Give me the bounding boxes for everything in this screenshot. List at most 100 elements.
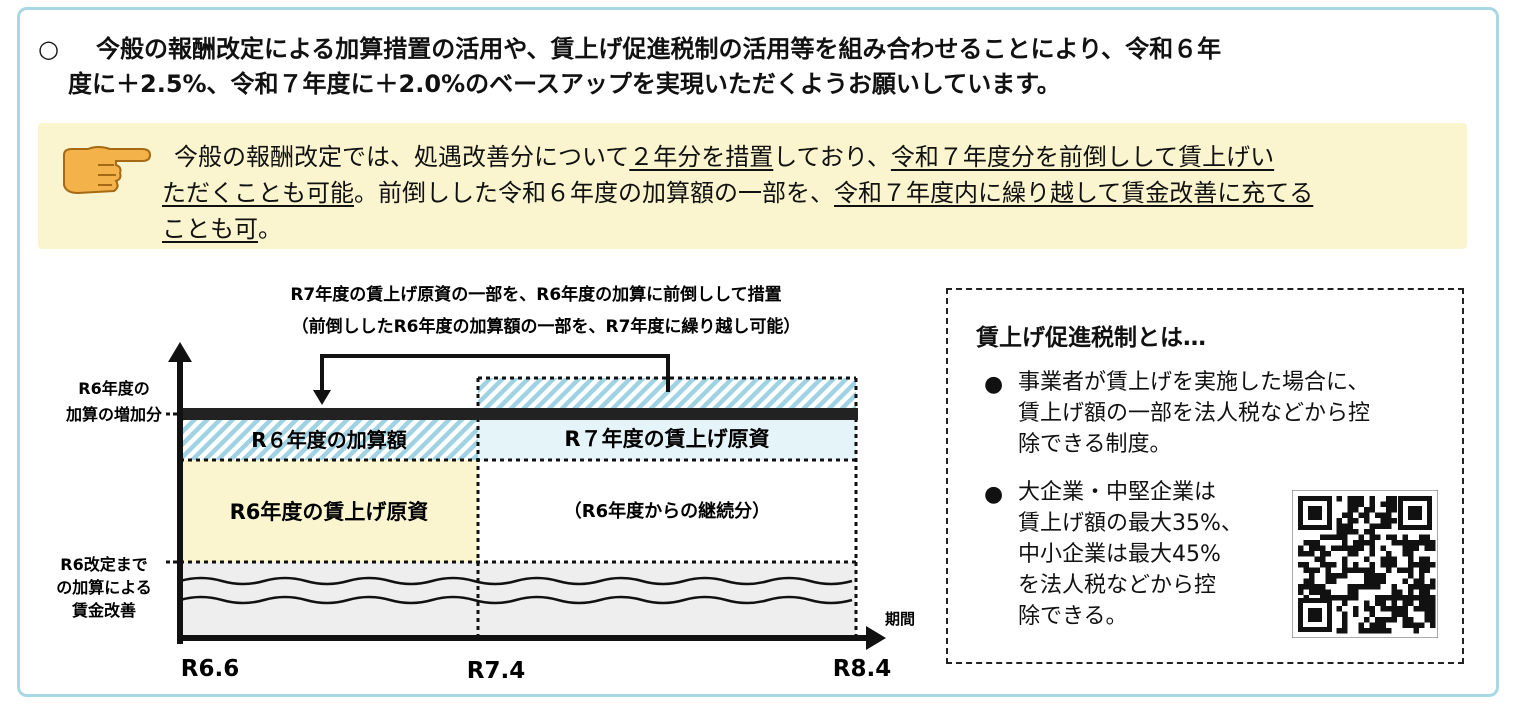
qr-module [1342, 556, 1348, 562]
y-axis-arrow [168, 342, 192, 362]
qr-module [1303, 562, 1309, 568]
qr-module [1358, 584, 1364, 590]
qr-module [1364, 518, 1370, 524]
qr-module [1353, 545, 1359, 551]
qr-module [1353, 611, 1359, 617]
qr-module [1391, 611, 1397, 617]
qr-module [1391, 606, 1397, 612]
qr-module [1342, 545, 1348, 551]
qr-module [1347, 523, 1353, 529]
qr-module [1397, 606, 1403, 612]
qr-module [1298, 545, 1304, 551]
qr-module [1369, 534, 1375, 540]
qr-module [1342, 573, 1348, 579]
qr-module [1353, 562, 1359, 568]
qr-module [1402, 534, 1408, 540]
note-seg-6: 。前倒しした令和６年度の加算額の一部を、 [354, 179, 834, 207]
qr-module [1342, 534, 1348, 540]
qr-module [1364, 507, 1370, 513]
qr-module [1386, 606, 1392, 612]
qr-module [1325, 573, 1331, 579]
qr-module [1336, 523, 1342, 529]
y-label-bottom-1: R6改定まで [60, 555, 147, 574]
x-tick-label: R8.4 [833, 656, 891, 682]
thick-level-bar [180, 408, 858, 420]
qr-module [1309, 567, 1315, 573]
qr-module [1391, 496, 1397, 502]
note-underline-advance: 令和７年度分を前倒しして賃上げい [890, 143, 1275, 171]
qr-module [1408, 540, 1414, 546]
qr-module [1430, 611, 1436, 617]
qr-module [1391, 556, 1397, 562]
qr-module [1430, 617, 1436, 623]
qr-module [1336, 496, 1342, 502]
qr-module [1364, 606, 1370, 612]
qr-module [1353, 567, 1359, 573]
qr-module [1336, 595, 1342, 601]
qr-module [1353, 540, 1359, 546]
note-underline-possible: ただくことも可能 [162, 179, 354, 207]
qr-module [1408, 562, 1414, 568]
qr-module [1375, 622, 1381, 628]
qr-code-icon[interactable] [1292, 490, 1438, 638]
qr-module [1309, 551, 1315, 557]
qr-module [1413, 578, 1419, 584]
y-label-bottom-3: 賃金改善 [71, 601, 136, 620]
qr-module [1342, 628, 1348, 634]
qr-module [1419, 540, 1425, 546]
qr-module [1408, 551, 1414, 557]
qr-module [1358, 496, 1364, 502]
qr-module [1347, 545, 1353, 551]
qr-module [1353, 551, 1359, 557]
qr-module [1325, 595, 1331, 601]
qr-module [1375, 523, 1381, 529]
r6-addition-label: R６年度の加算額 [251, 428, 406, 452]
qr-module [1336, 518, 1342, 524]
qr-module [1380, 617, 1386, 623]
qr-module [1331, 545, 1337, 551]
qr-module [1408, 622, 1414, 628]
qr-module [1391, 534, 1397, 540]
qr-module [1369, 496, 1375, 502]
heading-bullet: ○ [38, 35, 59, 63]
x-axis-label: 期間 [885, 610, 915, 628]
x-tick-label: R7.4 [467, 658, 525, 684]
qr-module [1375, 600, 1381, 606]
qr-module [1419, 600, 1425, 606]
qr-module [1325, 567, 1331, 573]
qr-module [1386, 628, 1392, 634]
qr-module [1314, 567, 1320, 573]
qr-module [1430, 540, 1436, 546]
qr-module [1375, 578, 1381, 584]
qr-module [1309, 545, 1315, 551]
note-seg-9: 。 [258, 215, 282, 243]
qr-module [1309, 584, 1315, 590]
tax-system-panel: 賃上げ促進税制とは… ● 事業者が賃上げを実施した場合に、 賃上げ額の一部を法人… [946, 288, 1464, 664]
qr-module [1369, 507, 1375, 513]
diagram-caption-line-1: R7年度の賃上げ原資の一部を、R6年度の加算に前倒しして措置 [290, 284, 781, 305]
qr-module [1369, 523, 1375, 529]
qr-module [1336, 606, 1342, 612]
note-text: 今般の報酬改定では、処遇改善分について２年分を措置しており、令和７年度分を前倒し… [162, 139, 1452, 247]
continued-label: （R6年度からの継続分） [564, 500, 770, 522]
qr-module [1347, 529, 1353, 535]
x-tick-label: R6.6 [181, 656, 239, 682]
qr-module [1358, 545, 1364, 551]
r6-source-label: R6年度の賃上げ原資 [230, 500, 429, 524]
y-label-top-2: 加算の増加分 [65, 405, 162, 424]
qr-module [1391, 507, 1397, 513]
note-underline-two-years: ２年分を措置 [629, 143, 774, 171]
bullet-1: ● [984, 372, 1004, 397]
qr-module [1353, 529, 1359, 535]
qr-module [1413, 606, 1419, 612]
qr-module [1298, 562, 1304, 568]
qr-module [1347, 512, 1353, 518]
qr-module [1347, 567, 1353, 573]
qr-module [1331, 578, 1337, 584]
qr-module [1386, 595, 1392, 601]
qr-module [1369, 584, 1375, 590]
qr-module [1402, 595, 1408, 601]
bullet-1-text: 事業者が賃上げを実施した場合に、 賃上げ額の一部を法人税などから控 除できる制度… [1018, 370, 1371, 457]
heading-line-2: 度に＋2.5%、令和７年度に＋2.0%のベースアップを実現いただくようお願いして… [68, 70, 1061, 98]
qr-module [1369, 628, 1375, 634]
